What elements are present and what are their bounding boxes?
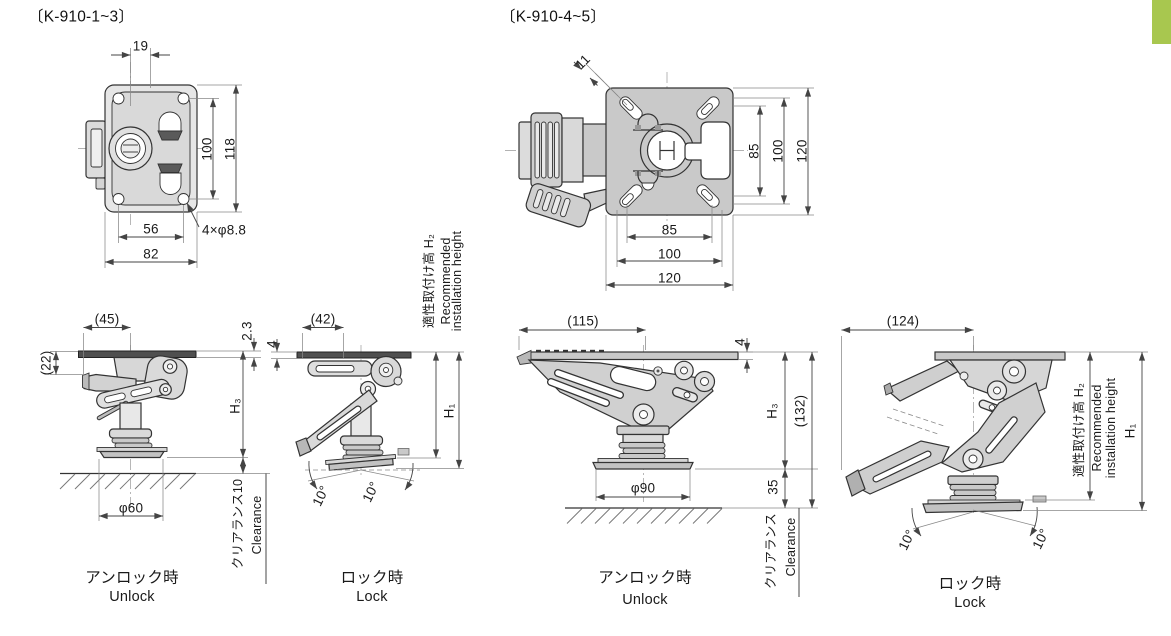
- dim-42-label: (42): [310, 310, 336, 326]
- ground-hatch: [566, 508, 723, 524]
- k910-4-5-top-view: [505, 61, 814, 291]
- dim-v120-label: 120: [793, 139, 809, 163]
- caption-lock-jp: ロック時: [340, 568, 404, 586]
- spring: [949, 484, 997, 491]
- datum-symbol: [1032, 495, 1047, 503]
- caption-lock-en: Lock: [356, 588, 388, 605]
- k910-4-5-unlock-view: [516, 326, 818, 597]
- caption-unlock-en-b: Unlock: [622, 591, 668, 608]
- top-plate: [296, 351, 412, 359]
- k910-1-3-top-view: [78, 48, 242, 268]
- dim-h100-label: 100: [657, 246, 682, 262]
- dim-v100-label: 100: [769, 139, 785, 163]
- dim-19-label: 19: [132, 38, 149, 54]
- dim-35-label: 35: [765, 479, 781, 495]
- slotted-link: [96, 378, 170, 409]
- spring: [618, 442, 666, 449]
- dim-h85-label: 85: [661, 222, 678, 238]
- datum-symbol: [397, 448, 410, 456]
- glide-foot: [922, 501, 1024, 514]
- dim-holes-label: 4×φ8.8: [202, 222, 247, 238]
- glide-foot: [592, 461, 694, 470]
- dim-115-label: (115): [567, 313, 599, 329]
- top-plate: [529, 351, 739, 361]
- dim-phi90-label: φ90: [630, 479, 656, 495]
- install-height-en2-b-label: installation height: [1103, 377, 1118, 479]
- k910-4-5-lock-view: [841, 326, 1148, 537]
- install-height-jp-b-label: 適性取付け高 H₂: [1071, 382, 1086, 478]
- glide-foot: [98, 450, 166, 459]
- install-height-en1-b-label: Recommended: [1089, 384, 1104, 472]
- dim-118-label: 118: [221, 137, 237, 160]
- clearance-en-label: Clearance: [249, 495, 264, 555]
- dim-4b-label: 4: [731, 338, 747, 346]
- pedal-tip: [295, 437, 312, 457]
- clearance-jp-label: クリアランス10: [230, 478, 245, 570]
- dim-45-label: (45): [94, 311, 120, 327]
- dim-h3b-label: H₃: [764, 402, 780, 419]
- spring: [342, 444, 381, 451]
- dim-h1b-label: H₁: [1121, 423, 1137, 439]
- dim-124-label: (124): [886, 313, 920, 329]
- dim-56-label: 56: [143, 221, 159, 237]
- k910-1-3-lock-view: [271, 324, 464, 491]
- clearance-jp-b-label: クリアランス: [763, 513, 778, 589]
- dim-100-label: 100: [198, 136, 214, 161]
- caster-body: [940, 382, 1046, 473]
- glide-foot: [325, 453, 397, 471]
- caption-unlock-en: Unlock: [109, 588, 155, 605]
- stem-cap: [518, 121, 533, 180]
- dim-phi60-label: φ60: [118, 499, 144, 515]
- install-height-en2-label: installation height: [449, 230, 464, 332]
- t-cutout: [684, 121, 731, 180]
- clip-bottom: [633, 170, 663, 191]
- caption-lock-jp-b: ロック時: [938, 575, 1002, 593]
- ground-hatch: [59, 473, 196, 490]
- dim-22-label: (22): [38, 350, 54, 375]
- dim-4-label: 4: [263, 340, 279, 348]
- top-plate: [78, 350, 197, 358]
- caption-unlock-jp: アンロック時: [85, 568, 179, 586]
- pedal-pad: [525, 183, 592, 228]
- clearance-en-b-label: Clearance: [783, 517, 798, 577]
- pedal-tip: [845, 469, 866, 497]
- dim-h3-label: H₃: [226, 398, 242, 414]
- dim-h120-label: 120: [657, 270, 682, 286]
- k910-1-3-unlock-view: [50, 324, 270, 584]
- caption-unlock-jp-b: アンロック時: [598, 569, 692, 587]
- clip-top: [633, 113, 663, 131]
- dim-h1-label: H₁: [440, 403, 456, 419]
- dim-2-3-label: 2.3: [239, 321, 255, 341]
- section-title-k910-4-5: 〔K-910-4~5〕: [500, 8, 607, 26]
- corner-tab: [1152, 0, 1171, 44]
- dim-82-label: 82: [143, 246, 159, 262]
- install-height-jp-label: 適性取付け高 H₂: [421, 233, 436, 329]
- section-title-k910-1-3: 〔K-910-1~3〕: [28, 8, 135, 26]
- folded-pedal-plate: [884, 360, 961, 402]
- top-plate: [934, 351, 1066, 361]
- caption-lock-en-b: Lock: [954, 594, 986, 611]
- spring: [111, 437, 150, 444]
- dim-132-label: (132): [791, 394, 807, 427]
- dim-v85-label: 85: [745, 143, 761, 159]
